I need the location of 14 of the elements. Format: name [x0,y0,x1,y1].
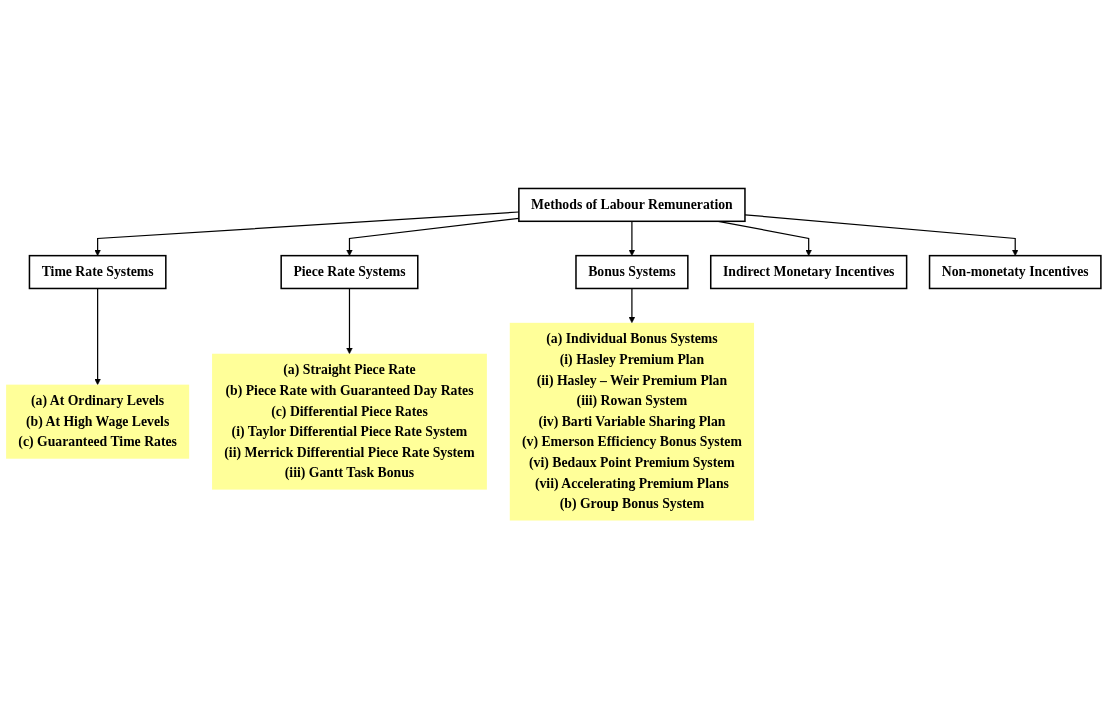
node-box: Indirect Monetary Incentives [709,254,908,290]
node-box: (a) Straight Piece Rate (b) Piece Rate with Guaranteed Day Rates (c) Differential Piece Rates (i) Taylor Differential Piece Rate System (ii) Merrick Differential Piece Rate System (iii) Gantt Task Bonus [212,353,487,490]
arrow [94,287,101,385]
node-box: (a) At Ordinary Levels (b) At High Wage Levels (c) Guaranteed Time Rates [6,384,190,459]
arrow [628,287,636,324]
node-box: Piece Rate Systems [280,254,419,290]
arrow [744,214,1019,256]
node-box: Non-monetaty Incentives [928,254,1102,290]
node-box: (a) Individual Bonus Systems (i) Hasley Premium Plan (ii) Hasley – Weir Premium Plan (iii) Rowan System (iv) Barti Variable Sharing Plan (v) Emerson Efficiency Bonus System (vi) Bedaux Point Premium System (vii) Accelerating Premium Plans (b) Group Bonus System [509,322,755,521]
node-box: Methods of Labour Remuneration [518,187,746,223]
arrow [628,220,636,256]
node-box: Time Rate Systems [28,254,167,290]
arrow [346,287,353,355]
node-box: Bonus Systems [575,254,689,290]
